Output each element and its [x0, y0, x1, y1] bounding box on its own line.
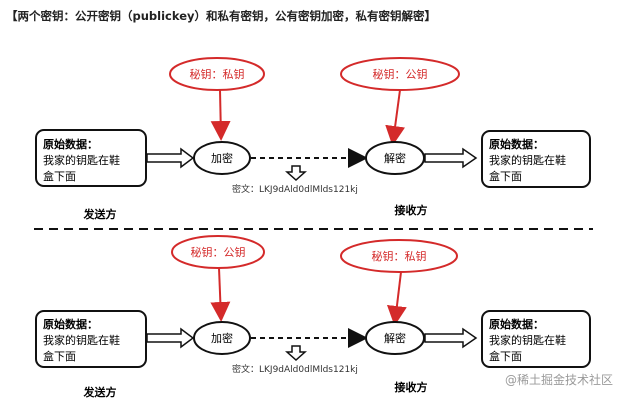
decrypt-node [365, 321, 425, 355]
key-arrow-decrypt [385, 89, 406, 146]
encrypt-label: 加密 [211, 331, 233, 345]
target-data-box [481, 310, 591, 368]
target-data-box [481, 130, 591, 188]
source-box-line1: 我家的钥匙在鞋 [43, 333, 120, 347]
receiver-label: 接收方 [395, 380, 428, 394]
target-box-line2: 盒下面 [489, 169, 522, 183]
key-label-decrypt: 秘钥：私钥 [372, 249, 427, 263]
diagram-1: 秘钥：私钥 秘钥：公钥 原始数据： 我家的钥匙在鞋 盒下面 加密 密文：LKJ9… [35, 57, 591, 221]
key-label-decrypt: 秘钥：公钥 [373, 67, 428, 81]
down-arrow-icon [285, 345, 307, 362]
watermark: @稀土掘金技术社区 [504, 373, 613, 387]
key-label-encrypt: 秘钥：公钥 [191, 245, 246, 259]
target-box-line1: 我家的钥匙在鞋 [489, 153, 566, 167]
hollow-arrow-source [146, 327, 195, 349]
cipher-text: 密文：LKJ9dAld0dlMlds121kj [232, 183, 358, 195]
target-box-line1: 我家的钥匙在鞋 [489, 333, 566, 347]
sender-label: 发送方 [83, 207, 117, 221]
source-box-line1: 我家的钥匙在鞋 [43, 153, 120, 167]
key-arrow-decrypt [386, 271, 407, 326]
encrypt-label: 加密 [211, 151, 233, 165]
source-box-title: 原始数据： [43, 317, 98, 331]
key-arrow-encrypt [210, 89, 231, 141]
target-box-title: 原始数据： [489, 317, 544, 331]
source-box-line2: 盒下面 [43, 169, 76, 183]
sender-label: 发送方 [83, 385, 117, 399]
hollow-arrow-target [424, 147, 478, 169]
source-data-box [35, 310, 147, 368]
source-box-line2: 盒下面 [43, 349, 76, 363]
hollow-arrow-source [146, 147, 195, 169]
down-arrow-icon [285, 165, 307, 182]
key-ellipse-decrypt [340, 239, 458, 273]
key-ellipse-encrypt [169, 57, 265, 91]
key-arrow-encrypt [210, 267, 231, 322]
source-data-box [35, 129, 147, 187]
encrypt-node [193, 141, 251, 175]
receiver-label: 接收方 [395, 203, 428, 217]
key-ellipse-encrypt [171, 235, 265, 269]
decrypt-label: 解密 [384, 331, 406, 345]
decrypt-node [365, 141, 425, 175]
diagram-2: 秘钥：公钥 秘钥：私钥 原始数据： 我家的钥匙在鞋 盒下面 加密 密文：LKJ9… [35, 235, 591, 399]
page-title: 【两个密钥：公开密钥（publickey）和私有密钥，公有密钥加密，私有密钥解密… [6, 9, 436, 23]
target-box-title: 原始数据： [489, 137, 544, 151]
key-label-encrypt: 秘钥：私钥 [190, 67, 245, 81]
source-box-title: 原始数据： [43, 137, 98, 151]
hollow-arrow-target [424, 327, 478, 349]
cipher-text: 密文：LKJ9dAld0dlMlds121kj [232, 363, 358, 375]
encrypt-node [193, 321, 251, 355]
decrypt-label: 解密 [384, 151, 406, 165]
target-box-line2: 盒下面 [489, 349, 522, 363]
